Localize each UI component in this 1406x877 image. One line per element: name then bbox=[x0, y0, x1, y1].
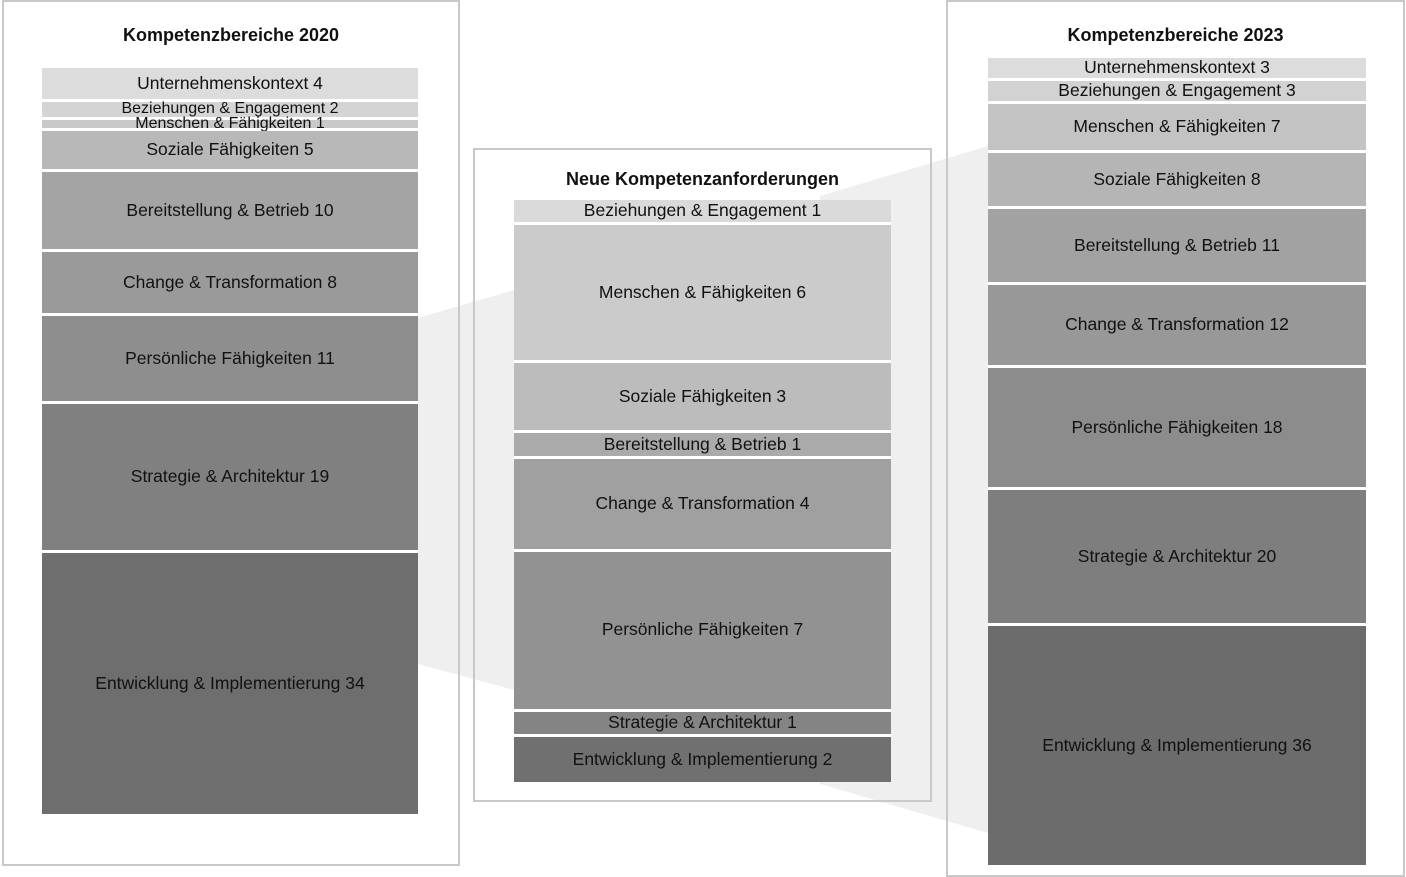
panel-2023: Kompetenzbereiche 2023 bbox=[946, 0, 1405, 877]
stack-new-segment-menschen-and-faehigkeiten: Menschen & Fähigkeiten 6 bbox=[514, 225, 891, 361]
panel-2020: Kompetenzbereiche 2020 bbox=[2, 0, 460, 866]
stack-2020-segment-menschen-and-faehigkeiten: Menschen & Fähigkeiten 1 bbox=[42, 116, 418, 131]
stack-2020-segment-soziale-faehigkeiten: Soziale Fähigkeiten 5 bbox=[42, 130, 418, 170]
stack-2023-segment-persoenliche-faehigkeiten: Persönliche Fähigkeiten 18 bbox=[988, 367, 1366, 488]
stack-2020: Unternehmenskontext 4 Beziehungen & Engag… bbox=[42, 68, 418, 814]
stack-2023-segment-soziale-faehigkeiten: Soziale Fähigkeiten 8 bbox=[988, 153, 1366, 207]
stack-new-segment-entwicklung-and-implementierung: Entwicklung & Implementierung 2 bbox=[514, 737, 891, 782]
stack-2023-segment-entwicklung-and-implementierung: Entwicklung & Implementierung 36 bbox=[988, 626, 1366, 865]
stack-new-segment-change-and-transformation: Change & Transformation 4 bbox=[514, 458, 891, 549]
stack-2023-segment-change-and-transformation: Change & Transformation 12 bbox=[988, 285, 1366, 365]
stack-2020-segment-beziehungen-and-engagement: Beziehungen & Engagement 2 bbox=[42, 101, 418, 117]
stack-2023-segment-menschen-and-faehigkeiten: Menschen & Fähigkeiten 7 bbox=[988, 103, 1366, 151]
stack-2023-segment-bereitstellung-and-betrieb: Bereitstellung & Betrieb 11 bbox=[988, 209, 1366, 283]
panel-title-new-requirements: Neue Kompetenzanforderungen bbox=[565, 169, 840, 189]
stack-2020-segment-change-and-transformation: Change & Transformation 8 bbox=[42, 251, 418, 314]
stack-new-segment-beziehungen-and-engagement: Beziehungen & Engagement 1 bbox=[514, 200, 891, 223]
stack-new-segment-bereitstellung-and-betrieb: Bereitstellung & Betrieb 1 bbox=[514, 433, 891, 456]
connector-left bbox=[418, 290, 514, 690]
stack-new-segment-persoenliche-faehigkeiten: Persönliche Fähigkeiten 7 bbox=[514, 551, 891, 709]
panel-new-requirements: Neue Kompetenzanforderungen bbox=[473, 148, 932, 802]
stack-2020-segment-strategie-and-architektur: Strategie & Architektur 19 bbox=[42, 403, 418, 550]
stack-2020-segment-unternehmenskontext: Unternehmenskontext 4 bbox=[42, 68, 418, 99]
stack-2023-segment-beziehungen-and-engagement: Beziehungen & Engagement 3 bbox=[988, 80, 1366, 101]
stack-2023-segment-strategie-and-architektur: Strategie & Architektur 20 bbox=[988, 490, 1366, 624]
stack-2020-segment-persoenliche-faehigkeiten: Persönliche Fähigkeiten 11 bbox=[42, 316, 418, 401]
stack-new-segment-strategie-and-architektur: Strategie & Architektur 1 bbox=[514, 711, 891, 735]
stack-2023-segment-unternehmenskontext: Unternehmenskontext 3 bbox=[988, 58, 1366, 78]
stack-new-segment-soziale-faehigkeiten: Soziale Fähigkeiten 3 bbox=[514, 363, 891, 431]
panel-title-2023: Kompetenzbereiche 2023 bbox=[1067, 25, 1284, 45]
stack-2020-segment-entwicklung-and-implementierung: Entwicklung & Implementierung 34 bbox=[42, 552, 418, 814]
panel-title-2020: Kompetenzbereiche 2020 bbox=[122, 25, 340, 45]
stack-2020-segment-bereitstellung-and-betrieb: Bereitstellung & Betrieb 10 bbox=[42, 172, 418, 249]
